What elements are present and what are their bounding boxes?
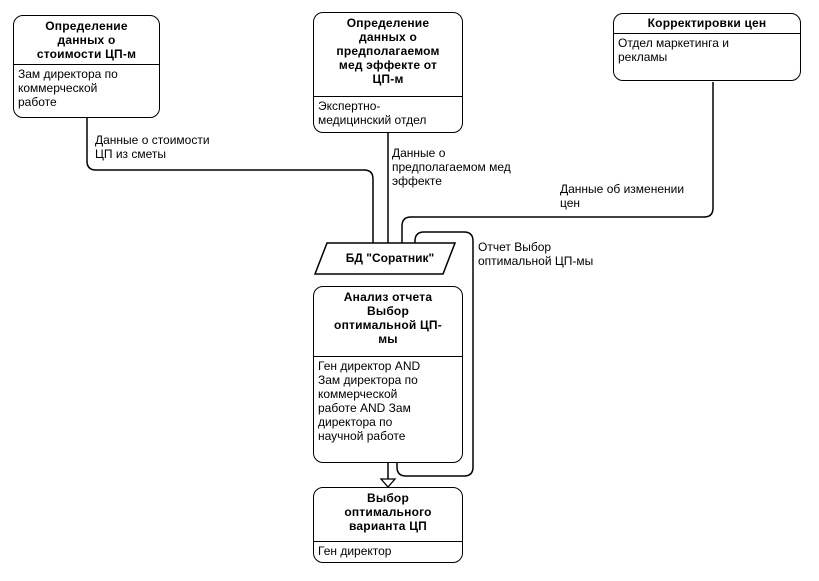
activity-title: Анализ отчета Выбор оптимальной ЦП- мы (314, 287, 462, 357)
activity-title: Выбор оптимального варианта ЦП (314, 488, 462, 542)
edge-label-cost-data: Данные о стоимости ЦП из сметы (95, 133, 210, 161)
performer-label: Экспертно- медицинский отдел (318, 99, 427, 127)
activity-title: Корректировки цен (614, 14, 800, 34)
activity-node-define-med-effect: Определение данных о предполагаемом мед … (313, 12, 463, 133)
activity-node-choose-variant: Выбор оптимального варианта ЦП Ген дирек… (313, 487, 463, 563)
edge-label-price-change-data: Данные об изменении цен (560, 182, 685, 210)
down-arrowhead-icon (379, 478, 397, 488)
performer-label: Зам директора по коммерческой работе (18, 67, 118, 109)
performer-label: Отдел маркетинга и рекламы (618, 36, 729, 64)
performer-label: Ген директор AND Зам директора по коммер… (318, 359, 421, 443)
database-node-label: БД "Соратник" (345, 251, 435, 265)
connector-price-change-to-db (401, 82, 714, 243)
connector-report-db-to-analysis (396, 231, 474, 477)
database-parallelogram (313, 242, 457, 275)
activity-title: Определение данных о стоимости ЦП-м (14, 16, 159, 65)
connector-cost-to-db (86, 118, 374, 243)
edge-label-report: Отчет Выбор оптимальной ЦП-мы (478, 240, 594, 268)
activity-node-price-adjustments: Корректировки цен Отдел маркетинга и рек… (613, 13, 801, 81)
edge-label-med-effect-data: Данные о предполагаемом мед эффекте (392, 146, 511, 188)
activity-node-define-cost: Определение данных о стоимости ЦП-м Зам … (13, 15, 160, 118)
activity-node-analyze-report: Анализ отчета Выбор оптимальной ЦП- мы Г… (313, 286, 463, 463)
activity-title: Определение данных о предполагаемом мед … (314, 13, 462, 97)
performer-label: Ген директор (318, 544, 392, 558)
